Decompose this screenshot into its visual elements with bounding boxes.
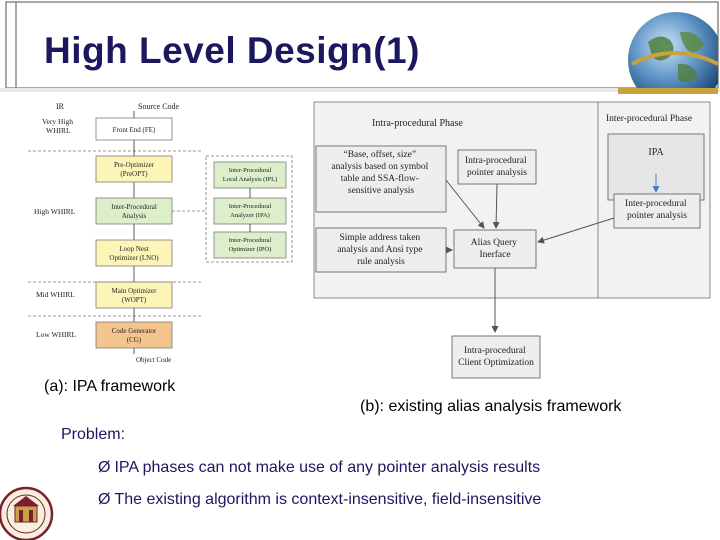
slide-title: High Level Design(1) bbox=[44, 30, 420, 71]
stage-front-end: Front End (FE) bbox=[113, 126, 156, 134]
box-alias-query-interface: Alias Query Inerface bbox=[471, 238, 520, 260]
box-simple-address-analysis: Simple address taken analysis and Ansi t… bbox=[337, 233, 425, 267]
globe-icon bbox=[618, 12, 718, 94]
ir-column-label: IR bbox=[56, 102, 65, 111]
caption-ipa-framework: (a): IPA framework bbox=[44, 378, 176, 395]
bullet-arrow-icon: Ø bbox=[98, 459, 111, 476]
box-client-optimization: Intra-procedural Client Optimization bbox=[458, 346, 534, 368]
alias-analysis-diagram: Intra-procedural Phase Inter-procedural … bbox=[313, 101, 711, 379]
intra-phase-label: Intra-procedural Phase bbox=[372, 118, 463, 129]
inter-phase-label: Inter-procedural Phase bbox=[606, 114, 692, 124]
stage-main-optimizer: Main Optimizer(WOPT) bbox=[112, 287, 158, 304]
source-code-label: Source Code bbox=[138, 102, 180, 111]
box-base-offset-analysis: “Base, offset, size” analysis based on s… bbox=[331, 149, 430, 196]
level-mid-whirl: Mid WHIRL bbox=[36, 290, 75, 299]
university-seal-icon bbox=[0, 486, 54, 540]
bullet-text-2: The existing algorithm is context-insens… bbox=[114, 491, 542, 508]
box-intra-pointer-analysis: Intra-procedural pointer analysis bbox=[465, 156, 529, 178]
stage-pre-optimizer: Pre-Optimizer(PreOPT) bbox=[114, 161, 155, 178]
box-inter-pointer-analysis: Inter-procedural pointer analysis bbox=[625, 199, 689, 221]
bullet-arrow-icon: Ø bbox=[98, 491, 111, 508]
box-ipa: IPA bbox=[648, 147, 664, 158]
level-high-whirl: High WHIRL bbox=[34, 207, 76, 216]
bullet-text-1: IPA phases can not make use of any point… bbox=[114, 459, 541, 476]
caption-alias-analysis-framework: (b): existing alias analysis framework bbox=[360, 398, 622, 415]
stage-code-generator: Code Generator(CG) bbox=[112, 327, 157, 344]
level-low-whirl: Low WHIRL bbox=[36, 330, 76, 339]
slide-header-frame bbox=[0, 1, 720, 92]
problem-label: Problem: bbox=[61, 426, 126, 443]
object-code-label: Object Code bbox=[136, 356, 171, 364]
